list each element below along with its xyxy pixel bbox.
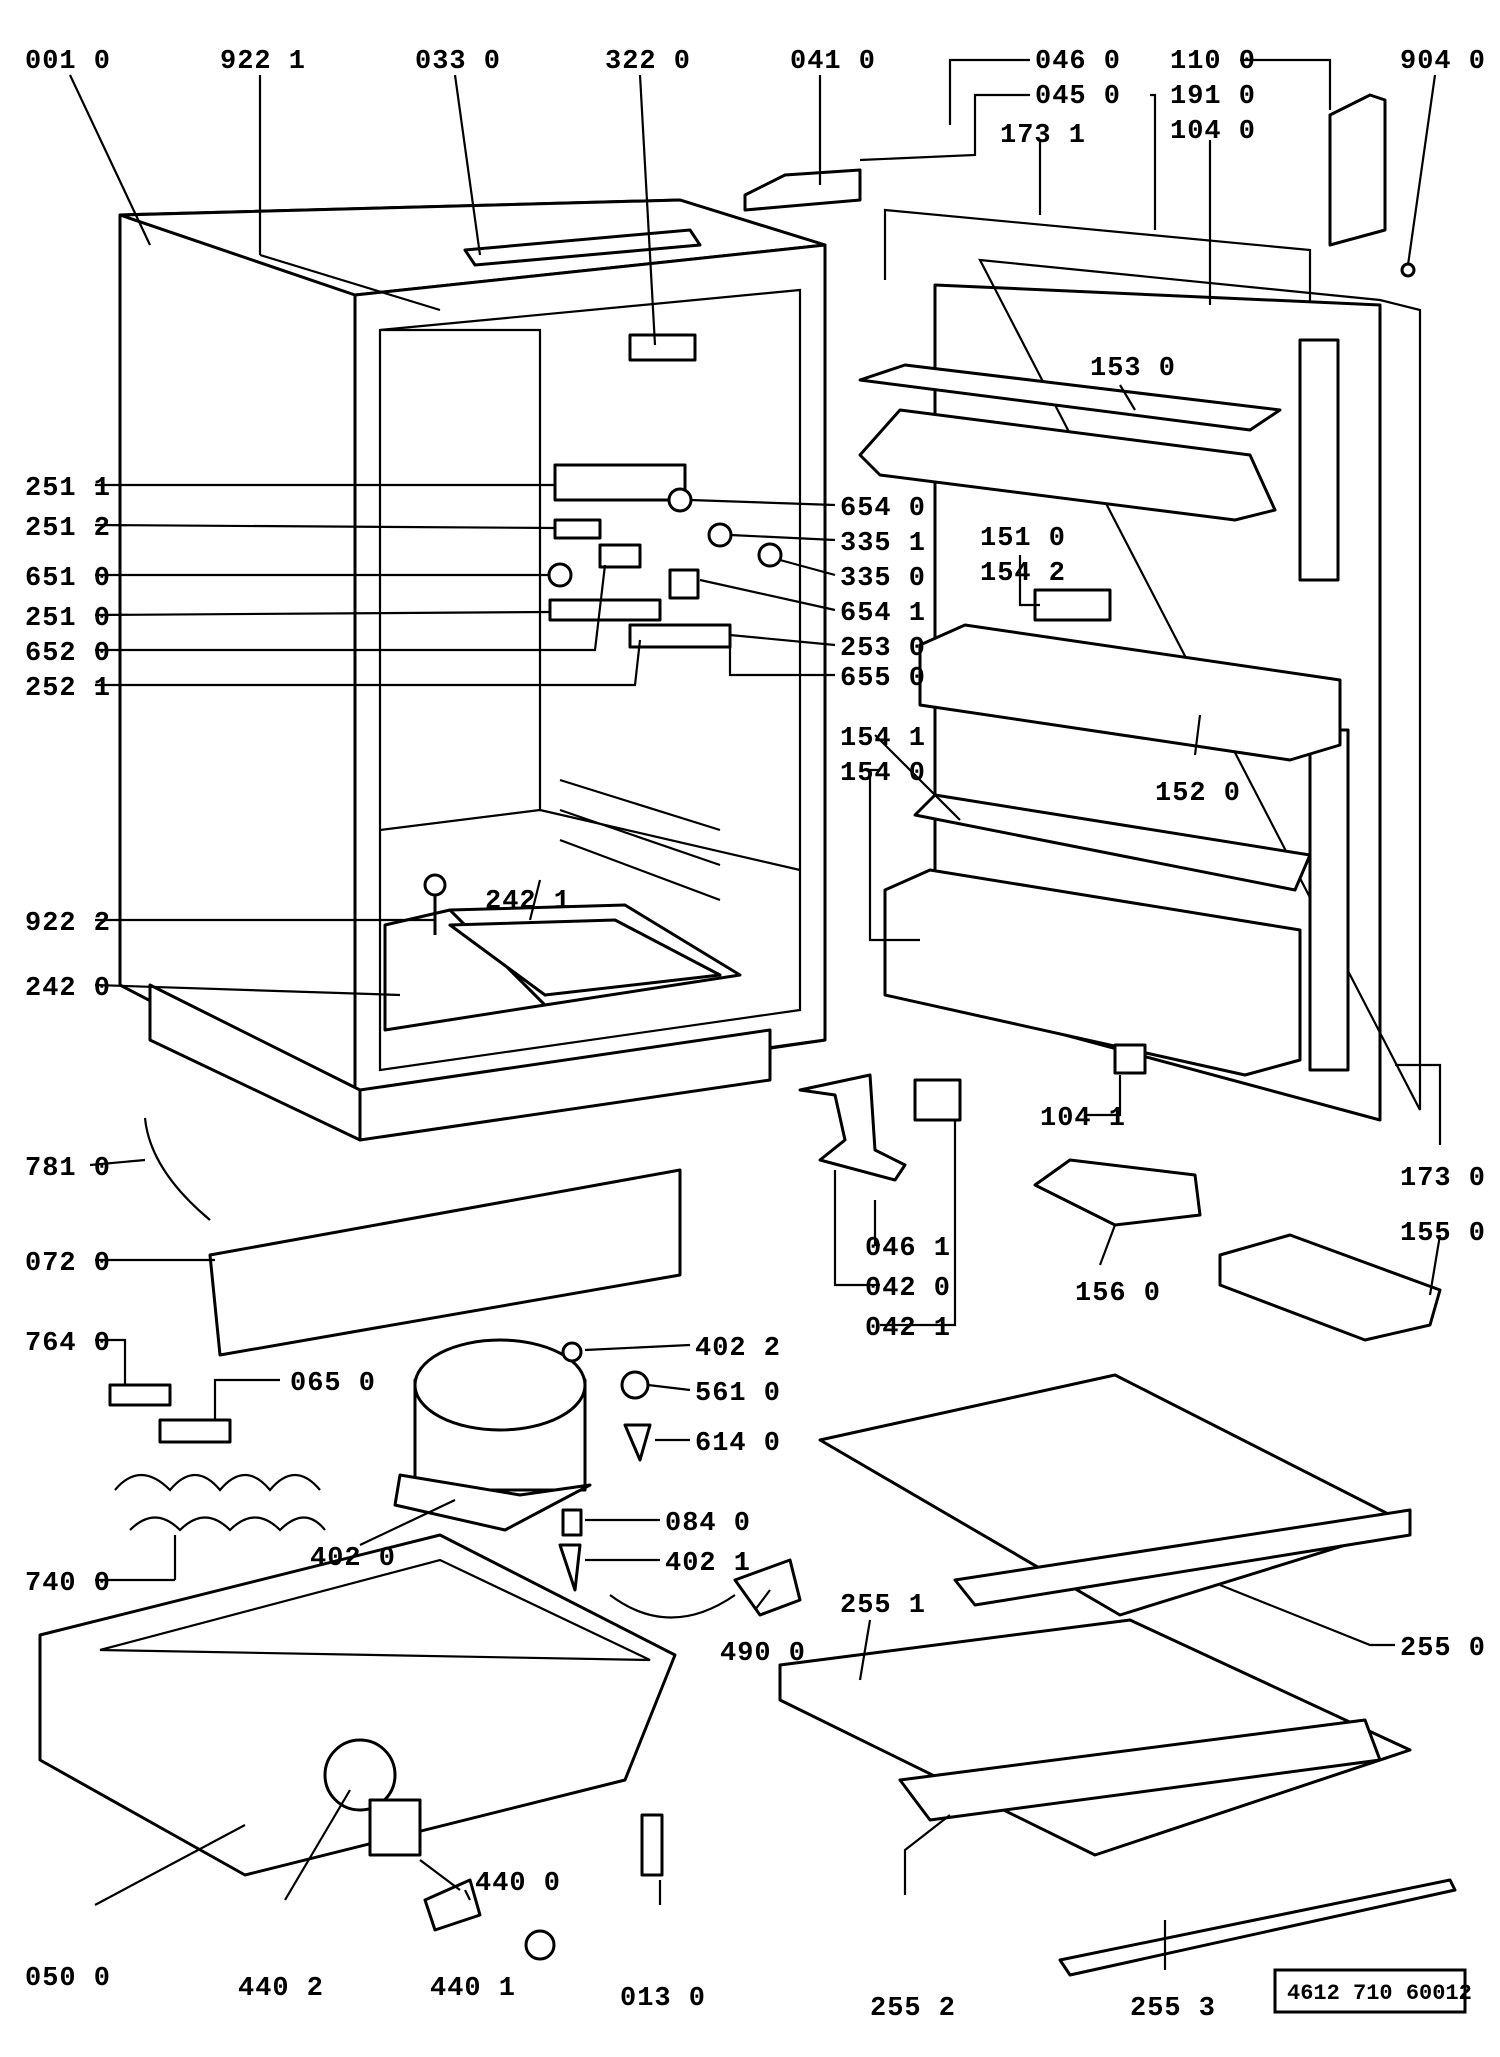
label-651-0: 651 0 [25,564,111,594]
label-104-0: 104 0 [1170,117,1256,147]
label-191-0: 191 0 [1170,82,1256,112]
label-173-1: 173 1 [1000,121,1086,151]
label-251-0: 251 0 [25,604,111,634]
label-154-2: 154 2 [980,559,1066,589]
label-402-2: 402 2 [695,1334,781,1364]
label-242-0: 242 0 [25,974,111,1004]
label-155-0: 155 0 [1400,1219,1486,1249]
label-654-1: 654 1 [840,599,926,629]
label-156-0: 156 0 [1075,1279,1161,1309]
label-046-1: 046 1 [865,1234,951,1264]
label-322-0: 322 0 [605,47,691,77]
label-614-0: 614 0 [695,1429,781,1459]
label-042-1: 042 1 [865,1314,951,1344]
label-033-0: 033 0 [415,47,501,77]
loose-parts [38,1073,1457,1977]
label-490-0: 490 0 [720,1639,806,1669]
label-072-0: 072 0 [25,1249,111,1279]
label-251-2: 251 2 [25,514,111,544]
label-154-0: 154 0 [840,759,926,789]
label-173-0: 173 0 [1400,1164,1486,1194]
label-655-0: 655 0 [840,664,926,694]
label-104-1: 104 1 [1040,1104,1126,1134]
label-050-0: 050 0 [25,1964,111,1994]
label-740-0: 740 0 [25,1569,111,1599]
label-001-0: 001 0 [25,47,111,77]
label-152-0: 152 0 [1155,779,1241,809]
label-764-0: 764 0 [25,1329,111,1359]
label-013-0: 013 0 [620,1984,706,2014]
leader-lines [69,58,1442,1970]
label-042-0: 042 0 [865,1274,951,1304]
document-number: 4612 710 60012 [1287,1981,1472,2006]
label-440-2: 440 2 [238,1974,324,2004]
refrigerator-door [743,93,1422,1122]
label-922-1: 922 1 [220,47,306,77]
label-041-0: 041 0 [790,47,876,77]
label-151-0: 151 0 [980,524,1066,554]
label-255-2: 255 2 [870,1994,956,2024]
label-561-0: 561 0 [695,1379,781,1409]
refrigerator-cabinet [118,198,827,1142]
label-781-0: 781 0 [25,1154,111,1184]
label-110-0: 110 0 [1170,47,1256,77]
label-255-3: 255 3 [1130,1994,1216,2024]
label-335-0: 335 0 [840,564,926,594]
label-255-1: 255 1 [840,1591,926,1621]
label-252-1: 252 1 [25,674,111,704]
label-065-0: 065 0 [290,1369,376,1399]
part-labels: 001 0 922 1 033 0 322 0 041 0 046 0 045 … [25,47,1486,2024]
label-440-0: 440 0 [475,1869,561,1899]
document-number-box: 4612 710 60012 [1273,1968,1472,2014]
label-045-0: 045 0 [1035,82,1121,112]
label-253-0: 253 0 [840,634,926,664]
label-251-1: 251 1 [25,474,111,504]
label-255-0: 255 0 [1400,1634,1486,1664]
label-402-0: 402 0 [310,1544,396,1574]
label-242-1: 242 1 [485,887,571,917]
label-440-1: 440 1 [430,1974,516,2004]
label-335-1: 335 1 [840,529,926,559]
label-652-0: 652 0 [25,639,111,669]
label-922-2: 922 2 [25,909,111,939]
label-402-1: 402 1 [665,1549,751,1579]
label-153-0: 153 0 [1090,354,1176,384]
label-084-0: 084 0 [665,1509,751,1539]
label-046-0: 046 0 [1035,47,1121,77]
label-654-0: 654 0 [840,494,926,524]
label-904-0: 904 0 [1400,47,1486,77]
label-154-1: 154 1 [840,724,926,754]
